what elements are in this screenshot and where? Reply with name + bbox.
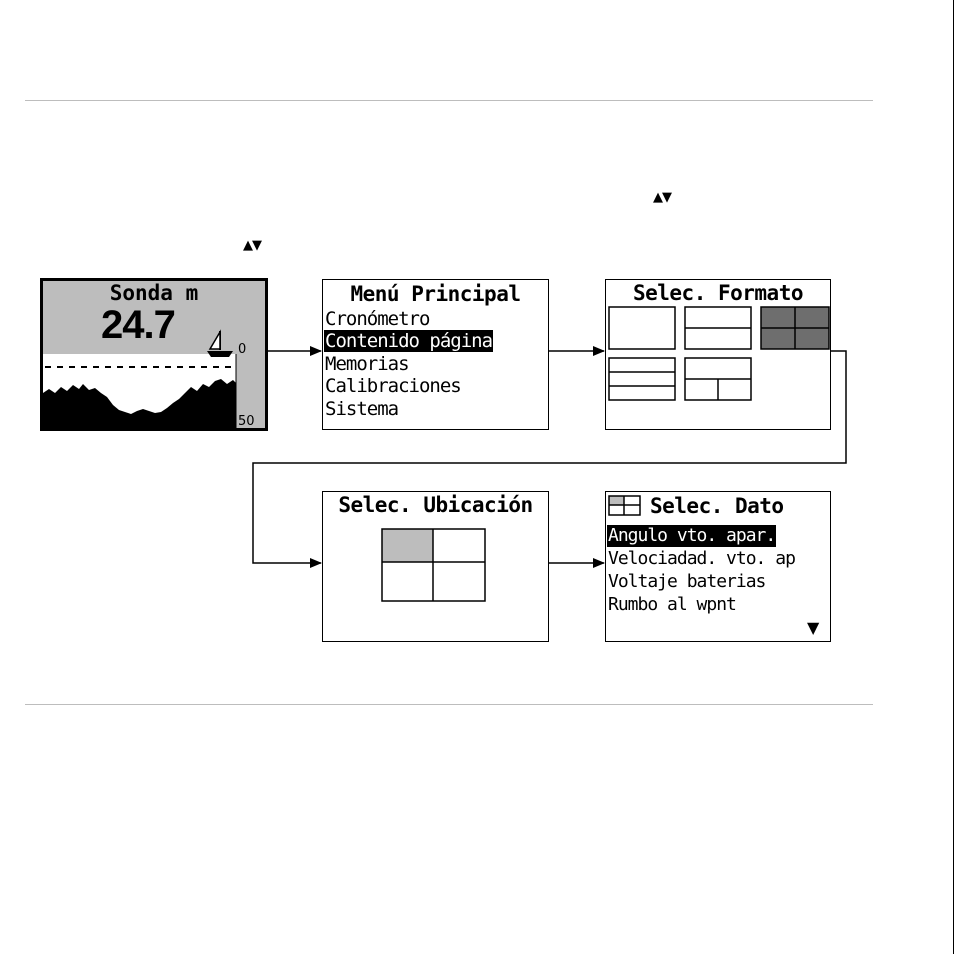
sonda-screen: Sonda m 24.7 0 50 — [40, 278, 268, 431]
location-select-title: Selec. Ubicación — [338, 493, 533, 517]
up-down-arrows-icon: ▲▼ — [653, 190, 672, 205]
data-item-angulo-viento[interactable]: Angulo vto. apar. — [607, 525, 776, 547]
data-item-voltaje-baterias[interactable]: Voltaje baterias — [608, 571, 766, 592]
format-option-two-rows[interactable] — [684, 306, 752, 350]
data-select-screen: Selec. Dato Angulo vto. apar. Velociadad… — [605, 491, 831, 642]
arrow-formato-to-ubicacion — [252, 350, 847, 568]
format-option-one-plus-two[interactable] — [684, 357, 752, 401]
scale-bottom-label: 50 — [238, 414, 255, 429]
sonda-title: Sonda m — [109, 281, 199, 305]
main-menu-title: Menú Principal — [350, 282, 521, 306]
location-cell-top-left-selected[interactable] — [382, 529, 433, 562]
scroll-down-icon[interactable]: ▼ — [807, 618, 820, 637]
depth-value: 24.7 — [101, 303, 176, 347]
boat-icon — [207, 329, 233, 357]
data-item-velocidad-viento[interactable]: Velociadad. vto. ap — [608, 548, 796, 569]
location-grid — [381, 528, 486, 602]
bottom-divider — [25, 704, 873, 705]
format-option-quad-selected[interactable] — [760, 306, 830, 350]
top-divider — [25, 100, 873, 101]
menu-item-sistema[interactable]: Sistema — [325, 398, 399, 420]
main-menu-screen: Menú Principal Cronómetro Contenido pági… — [322, 279, 549, 430]
sounder-graph — [43, 354, 237, 428]
format-select-screen: Selec. Formato — [605, 279, 831, 430]
scale-top-label: 0 — [238, 342, 247, 357]
format-option-single[interactable] — [608, 306, 676, 350]
menu-item-calibraciones[interactable]: Calibraciones — [325, 375, 462, 397]
format-option-three-rows[interactable] — [608, 357, 676, 401]
data-select-title: Selec. Dato — [650, 494, 784, 518]
up-down-arrows-icon: ▲▼ — [243, 238, 262, 253]
quad-layout-icon — [608, 495, 641, 516]
data-item-rumbo-wpnt[interactable]: Rumbo al wpnt — [608, 594, 737, 615]
menu-item-memorias[interactable]: Memorias — [325, 353, 410, 375]
format-select-title: Selec. Formato — [632, 281, 804, 305]
menu-item-contenido-pagina[interactable]: Contenido página — [324, 330, 493, 352]
location-select-screen: Selec. Ubicación — [322, 491, 549, 642]
menu-item-cronometro[interactable]: Cronómetro — [325, 308, 430, 330]
